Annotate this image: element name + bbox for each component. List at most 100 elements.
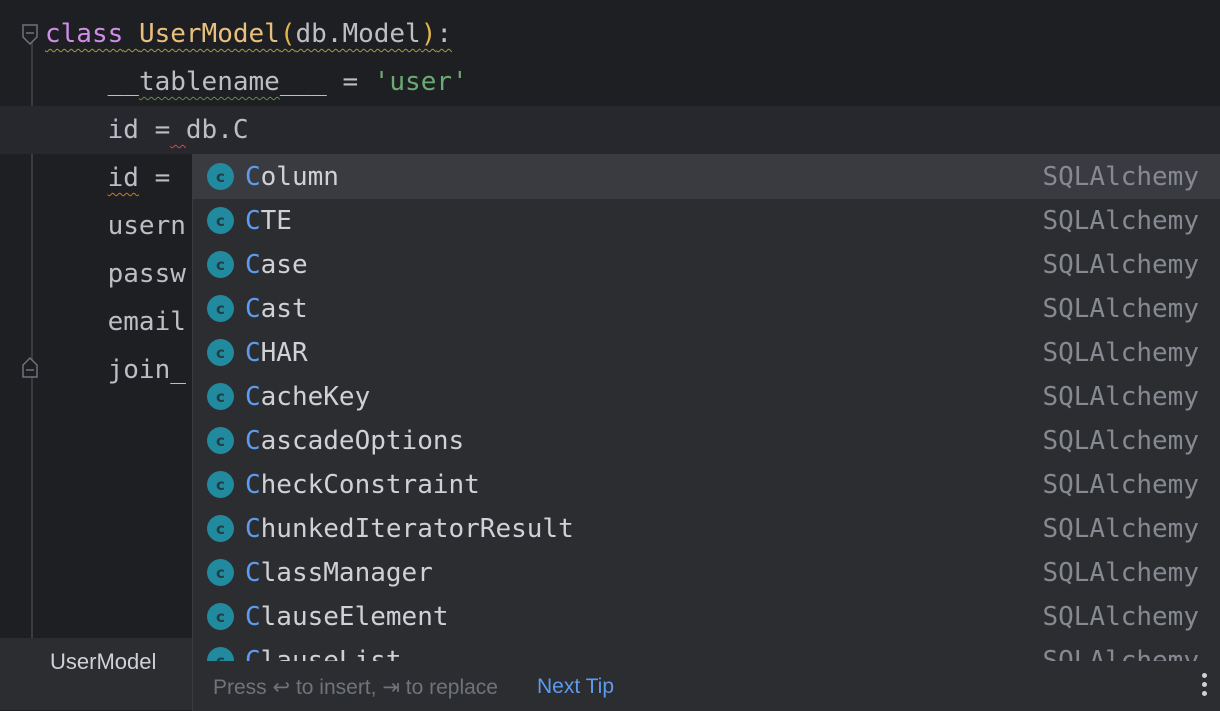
completion-item-source: SQLAlchemy <box>1042 514 1199 544</box>
code-token: __ <box>107 67 139 97</box>
completion-item-name: CacheKey <box>245 375 370 419</box>
fold-end-icon[interactable] <box>22 356 38 378</box>
completion-item-name: CHAR <box>245 331 308 375</box>
class-icon: c <box>207 295 234 322</box>
unmatched-suffix: lassManager <box>260 558 433 588</box>
class-icon: c <box>207 515 234 542</box>
matched-prefix: C <box>245 250 261 280</box>
code-token: = <box>138 163 171 193</box>
matched-prefix: C <box>245 338 261 368</box>
completion-item-name: CascadeOptions <box>245 419 464 463</box>
completion-item-source: SQLAlchemy <box>1042 382 1199 412</box>
completion-item-name: ClassManager <box>245 551 433 595</box>
code-indent <box>45 115 108 145</box>
code-line[interactable]: class UserModel(db.Model): <box>0 10 1220 58</box>
fold-start-icon[interactable] <box>22 24 38 46</box>
code-token: UserModel <box>138 19 280 49</box>
code-token: join_ <box>107 355 186 385</box>
code-token: passw <box>107 259 186 289</box>
code-line[interactable]: __tablename___ = 'user' <box>0 58 1220 106</box>
code-text: join_ <box>45 346 186 394</box>
code-indent <box>45 259 108 289</box>
code-line[interactable]: id = db.C <box>0 106 1220 154</box>
matched-prefix: C <box>245 470 261 500</box>
completion-item-source: SQLAlchemy <box>1042 294 1199 324</box>
code-token <box>123 19 139 49</box>
code-token: id <box>107 163 139 193</box>
code-token: class <box>45 19 124 49</box>
class-icon: c <box>207 471 234 498</box>
completion-item[interactable]: c CacheKey SQLAlchemy <box>193 375 1220 419</box>
completion-item[interactable]: c Cast SQLAlchemy <box>193 287 1220 331</box>
class-icon: c <box>207 163 234 190</box>
matched-prefix: C <box>245 294 261 324</box>
class-icon: c <box>207 339 234 366</box>
code-token: tablename <box>138 67 280 97</box>
more-options-icon[interactable] <box>1201 673 1209 699</box>
next-tip-link[interactable]: Next Tip <box>537 675 615 698</box>
code-token: db.Model <box>295 19 421 49</box>
code-token: : <box>436 19 453 49</box>
fold-guide-line <box>31 32 33 638</box>
completion-item-name: Cast <box>245 287 308 331</box>
matched-prefix: C <box>245 514 261 544</box>
code-line[interactable]: email <box>0 298 1220 346</box>
completion-item-name: Case <box>245 243 308 287</box>
breadcrumb-item-usermodel[interactable]: UserModel <box>50 649 157 674</box>
unmatched-suffix: lauseList <box>260 646 402 661</box>
matched-prefix: C <box>245 206 261 236</box>
code-text: email <box>45 298 186 346</box>
code-indent <box>45 355 108 385</box>
unmatched-suffix: TE <box>260 206 292 236</box>
code-text: usern <box>45 202 186 250</box>
code-indent <box>45 67 108 97</box>
completion-item-source: SQLAlchemy <box>1042 426 1199 456</box>
matched-prefix: C <box>245 602 261 632</box>
unmatched-suffix: ascadeOptions <box>260 426 465 456</box>
matched-prefix: C <box>245 558 261 588</box>
code-text: id = <box>45 154 171 202</box>
unmatched-suffix: olumn <box>260 162 339 192</box>
class-icon: c <box>207 383 234 410</box>
class-icon: c <box>207 647 234 661</box>
code-token: ) <box>420 19 437 49</box>
completion-item-name: CTE <box>245 199 292 243</box>
code-line[interactable]: join_ <box>0 346 1220 394</box>
insert-replace-hint: Press ↩ to insert, ⇥ to replace <box>213 676 498 699</box>
code-token: usern <box>107 211 186 241</box>
completion-item-name: ChunkedIteratorResult <box>245 507 574 551</box>
unmatched-suffix: HAR <box>260 338 308 368</box>
unmatched-suffix: ase <box>260 250 308 280</box>
code-token <box>170 115 186 145</box>
completion-item-source: SQLAlchemy <box>1042 470 1199 500</box>
code-text: id = db.C <box>45 106 249 154</box>
code-line[interactable]: id = <box>0 154 1220 202</box>
code-token: ( <box>279 19 296 49</box>
unmatched-suffix: lauseElement <box>260 602 449 632</box>
code-text: __tablename___ = 'user' <box>45 58 468 106</box>
class-icon: c <box>207 207 234 234</box>
class-icon: c <box>207 559 234 586</box>
code-line[interactable]: usern <box>0 202 1220 250</box>
code-line[interactable]: passw <box>0 250 1220 298</box>
completion-item-source: SQLAlchemy <box>1042 162 1199 192</box>
unmatched-suffix: acheKey <box>260 382 371 412</box>
completion-footer: Press ↩ to insert, ⇥ to replace Next Tip <box>193 661 1220 711</box>
class-icon: c <box>207 251 234 278</box>
completion-item-source: SQLAlchemy <box>1042 206 1199 236</box>
completion-item[interactable]: c ChunkedIteratorResult SQLAlchemy <box>193 507 1220 551</box>
completion-item-source: SQLAlchemy <box>1042 646 1199 661</box>
unmatched-suffix: heckConstraint <box>260 470 480 500</box>
class-icon: c <box>207 603 234 630</box>
matched-prefix: C <box>245 646 261 661</box>
